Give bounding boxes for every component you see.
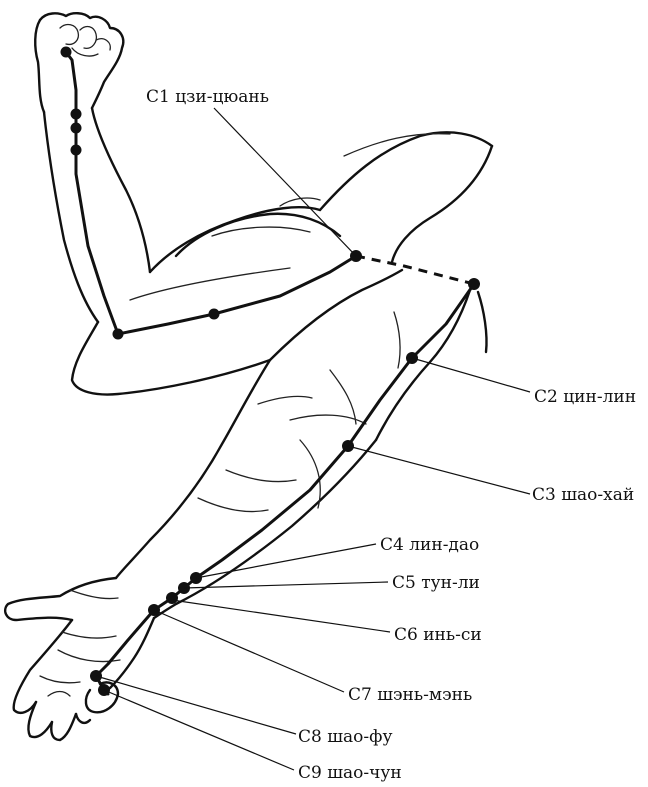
label-c8: С8 шао-фу xyxy=(298,727,392,747)
raised-arm-point xyxy=(112,328,124,340)
leader-c5 xyxy=(183,581,389,589)
point-labels: C1 цзи-цюань С2 цин-лин С3 шао-хай С4 ли… xyxy=(146,87,636,783)
leader-c4 xyxy=(195,543,377,579)
label-c2: С2 цин-лин xyxy=(534,387,636,407)
label-c6: С6 инь-си xyxy=(394,625,482,645)
leader-c9 xyxy=(103,689,295,771)
meridian-line-upper-arm xyxy=(116,254,358,336)
raised-arm-point xyxy=(60,46,72,58)
label-c4: С4 лин-дао xyxy=(380,535,479,555)
leader-c7 xyxy=(153,609,345,693)
label-c3: С3 шао-хай xyxy=(532,485,634,505)
raised-arm-point xyxy=(208,308,220,320)
point-c5b xyxy=(166,592,178,604)
label-c5: С5 тун-ли xyxy=(392,573,480,593)
leader-c3 xyxy=(347,445,531,495)
acupoints xyxy=(60,46,480,696)
point-c1-shoulder xyxy=(468,278,480,290)
label-c9: С9 шао-чун xyxy=(298,763,402,783)
extended-arm-illustration xyxy=(4,268,472,742)
raised-arm-point xyxy=(70,144,82,156)
leader-c1 xyxy=(213,107,357,257)
meridian-dashed-connection xyxy=(355,254,475,286)
label-c1: C1 цзи-цюань xyxy=(146,87,269,107)
raised-arm-point xyxy=(70,122,82,134)
meridian-line-forearm xyxy=(64,50,120,336)
raised-arm-illustration xyxy=(34,12,494,396)
leader-c2 xyxy=(411,357,531,393)
meridian-path xyxy=(64,50,476,696)
leader-c6 xyxy=(171,599,391,633)
label-c7: С7 шэнь-мэнь xyxy=(348,685,472,705)
raised-arm-point xyxy=(70,108,82,120)
leader-c8 xyxy=(95,675,297,735)
leader-lines xyxy=(95,107,531,771)
